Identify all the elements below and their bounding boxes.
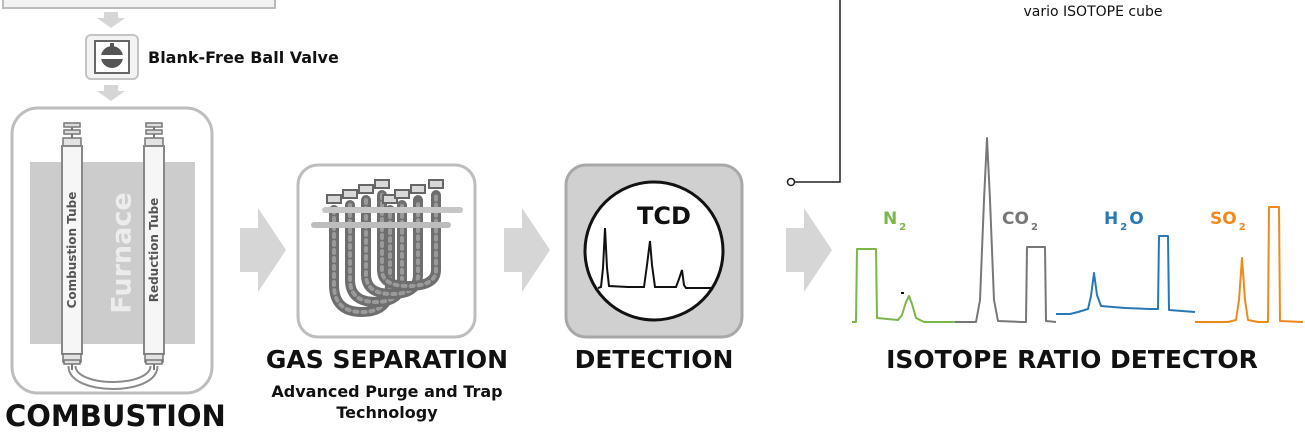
isotope-trace-group <box>852 137 1304 323</box>
ball-valve-icon <box>85 34 139 80</box>
combustion-tube <box>61 122 83 370</box>
detection-module: TCD <box>564 163 744 339</box>
gas-separation-title: GAS SEPARATION <box>265 345 509 374</box>
reduction-tube-label: Reduction Tube <box>147 198 161 303</box>
combustion-tube-label: Combustion Tube <box>65 192 79 309</box>
furnace-block <box>30 162 195 344</box>
instrument-label: vario ISOTOPE cube <box>1024 4 1163 20</box>
combustion-title: COMBUSTION <box>5 399 226 433</box>
detection-title: DETECTION <box>574 345 734 374</box>
n2-trace <box>852 248 955 323</box>
down-arrow-top <box>97 12 125 28</box>
trap-columns-icon <box>311 179 463 318</box>
flow-arrow-3 <box>786 208 832 292</box>
flow-arrow-1 <box>240 208 286 292</box>
down-arrow-mid <box>97 85 125 101</box>
tcd-trace <box>597 227 712 289</box>
tcd-label: TCD <box>637 202 691 230</box>
tcd-dial <box>583 180 725 322</box>
furnace-label: Furnace <box>107 192 138 313</box>
combustion-module: Furnace Combustion Tube Reduction T <box>10 106 214 395</box>
gas-separation-subtitle: Advanced Purge and Trap Technology <box>271 382 503 422</box>
reduction-tube <box>143 122 165 370</box>
valve-label: Blank-Free Ball Valve <box>148 48 339 67</box>
co2-trace <box>955 137 1057 323</box>
gas-separation-module <box>296 163 477 339</box>
flow-arrow-2 <box>504 208 550 292</box>
irms-title: ISOTOPE RATIO DETECTOR <box>886 345 1258 374</box>
stray-dot <box>901 292 904 294</box>
feed-box-edge <box>2 0 276 9</box>
irms-connector <box>786 0 841 187</box>
so2-trace <box>1195 206 1304 323</box>
h2o-trace <box>1056 235 1196 315</box>
